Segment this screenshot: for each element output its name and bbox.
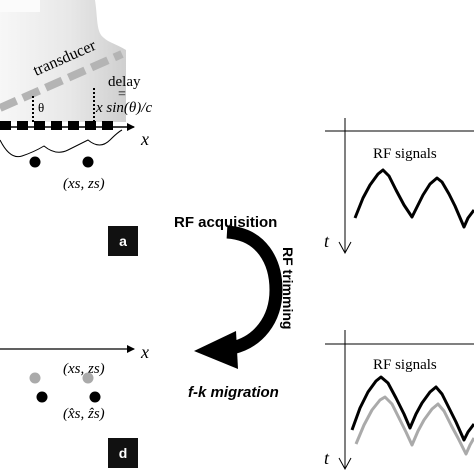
angle-label: θ [38, 100, 44, 115]
estimated-position-label: (x̂s, ẑs) [63, 406, 105, 422]
probe-highlight [0, 0, 40, 12]
scatterer-dot [82, 156, 94, 168]
rf-bottom-title: RF signals [373, 357, 437, 373]
rf-top-time-axis-arrowhead [338, 241, 352, 255]
panel-a-badge-letter: a [119, 233, 127, 249]
process-flow: RF acquisition RF trimming f-k migration [174, 214, 296, 401]
equals-sign: = [118, 87, 126, 102]
fk-migration-label: f-k migration [188, 384, 279, 401]
panel-a-badge [108, 226, 138, 256]
rf-trimming-label: RF trimming [280, 247, 296, 329]
estimated-scatterer-dot [36, 391, 48, 403]
rf-bottom-time-axis-arrowhead [338, 457, 352, 471]
x-axis-label: x [140, 129, 149, 149]
rf-bottom-time-label: t [324, 448, 330, 468]
rf-top-title: RF signals [373, 146, 437, 162]
panel-d-badge [108, 438, 138, 468]
rf-bottom-echo-curve-gray [354, 395, 474, 456]
scatterer-dot [29, 156, 41, 168]
panel-rf-bottom: t RF signals [324, 330, 474, 471]
panel-d-badge-letter: d [119, 445, 128, 461]
d-x-axis-label: x [140, 342, 149, 362]
wavefront-curve [0, 129, 123, 158]
panel-a: transducer delay = x sin(θ)/c θ x (xs, z… [0, 0, 152, 256]
transducer-element [51, 121, 62, 130]
transducer-elements [0, 121, 113, 130]
delay-formula: x sin(θ)/c [95, 100, 152, 116]
rf-acquisition-label: RF acquisition [174, 214, 277, 231]
delay-label: delay [108, 74, 141, 90]
transducer-element [17, 121, 28, 130]
transducer-element [102, 121, 113, 130]
transducer-element [85, 121, 96, 130]
transducer-dashed-line [0, 50, 124, 112]
rf-top-time-label: t [324, 231, 330, 251]
panel-rf-top: t RF signals [324, 118, 474, 255]
scatterer-label: (xs, zs) [63, 176, 105, 192]
transducer-element [68, 121, 79, 130]
curved-process-arrow [226, 225, 283, 355]
true-scatterer-dot-gray [29, 372, 41, 384]
transducer-element [34, 121, 45, 130]
estimated-scatterer-dot [89, 391, 101, 403]
curved-process-arrowhead [194, 331, 238, 369]
true-scatterer-dot-gray [82, 372, 94, 384]
rf-top-echo-curve [353, 168, 474, 229]
panel-d: x (xs, zs) (x̂s, ẑs) d [0, 342, 149, 468]
true-position-label: (xs, zs) [63, 361, 105, 377]
transducer-element [0, 121, 11, 130]
rf-bottom-echo-curve-black [350, 375, 474, 442]
